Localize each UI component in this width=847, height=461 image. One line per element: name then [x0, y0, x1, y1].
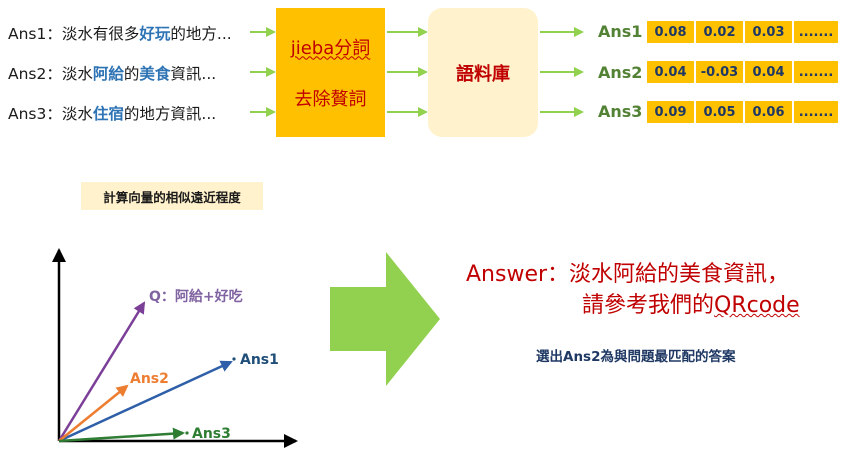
vector-ans3-arrow [58, 427, 185, 443]
answer-3-prefix: Ans3：淡水 [8, 105, 93, 123]
corpus-label: 語料庫 [456, 63, 510, 85]
vector-3-row: 0.09 0.05 0.06 ....... [647, 101, 840, 123]
vector-1-cell: 0.03 [745, 21, 792, 43]
answer-3-suffix: 的地方資訊... [123, 105, 217, 123]
jieba-segmentation-label: jieba分詞 [290, 38, 371, 60]
vector-ans3-dot [185, 431, 189, 435]
vector-ans1-label: Ans1 [240, 352, 279, 368]
answer-3-text: Ans3：淡水住宿的地方資訊... [8, 102, 216, 124]
answer-2-text: Ans2：淡水阿給的美食資訊... [8, 62, 216, 84]
vector-1-cell: 0.02 [696, 21, 743, 43]
vector-2-cell: 0.04 [647, 61, 694, 83]
big-green-arrow [330, 252, 440, 386]
corpus-box: 語料庫 [428, 8, 538, 137]
vector-2-cell: ....... [794, 61, 838, 83]
answer-1-text: Ans1：淡水有很多好玩的地方... [8, 22, 232, 44]
answer-2-mid: 的 [123, 65, 140, 83]
vector-2-cell: 0.04 [745, 61, 792, 83]
answer-2-suffix: 資訊... [170, 65, 217, 83]
result-answer-line1: Answer：淡水阿給的美食資訊， [466, 262, 790, 287]
vector-ans2-label: Ans2 [130, 371, 169, 387]
vector-ans3-label: Ans3 [192, 426, 231, 442]
vector-1-label: Ans1 [598, 22, 643, 41]
vector-2-row: 0.04 -0.03 0.04 ....... [647, 61, 840, 83]
stopword-removal-label: 去除贅詞 [294, 88, 367, 110]
answer-2-prefix: Ans2：淡水 [8, 65, 93, 83]
answer-2-keyword-2: 美食 [139, 65, 171, 83]
jieba-process-box: jieba分詞 去除贅詞 [276, 8, 385, 137]
vector-2-label: Ans2 [598, 63, 643, 82]
vector-1-cell: ....... [794, 21, 838, 43]
vector-1-cell: 0.08 [647, 21, 694, 43]
vector-3-cell: ....... [794, 101, 838, 123]
vector-2-cell: -0.03 [696, 61, 743, 83]
vector-ans2-arrow [58, 384, 129, 442]
vector-q-label: Q：阿給+好吃 [149, 288, 243, 305]
vector-3-cell: 0.05 [696, 101, 743, 123]
answer-1-prefix: Ans1：淡水有很多 [8, 25, 140, 43]
vector-3-cell: 0.09 [647, 101, 694, 123]
qrcode-text: QRcode [714, 293, 800, 318]
selection-note: 選出Ans2為與問題最匹配的答案 [536, 349, 736, 365]
result-answer-line2: 請參考我們的QRcode [582, 287, 800, 319]
vector-1-row: 0.08 0.02 0.03 ....... [647, 21, 840, 43]
result-answer-prefix: 請參考我們的 [582, 293, 715, 318]
answer-1-keyword: 好玩 [139, 25, 171, 43]
similarity-calc-label: 計算向量的相似遠近程度 [81, 182, 263, 210]
vector-ans1-dot [232, 357, 236, 361]
answer-1-suffix: 的地方... [170, 25, 232, 43]
answer-3-keyword: 住宿 [92, 105, 124, 123]
vector-3-label: Ans3 [598, 102, 643, 121]
vector-q-arrow [57, 301, 146, 442]
vector-3-cell: 0.06 [745, 101, 792, 123]
vector-ans1-arrow [58, 360, 233, 443]
answer-2-keyword-1: 阿給 [92, 65, 124, 83]
